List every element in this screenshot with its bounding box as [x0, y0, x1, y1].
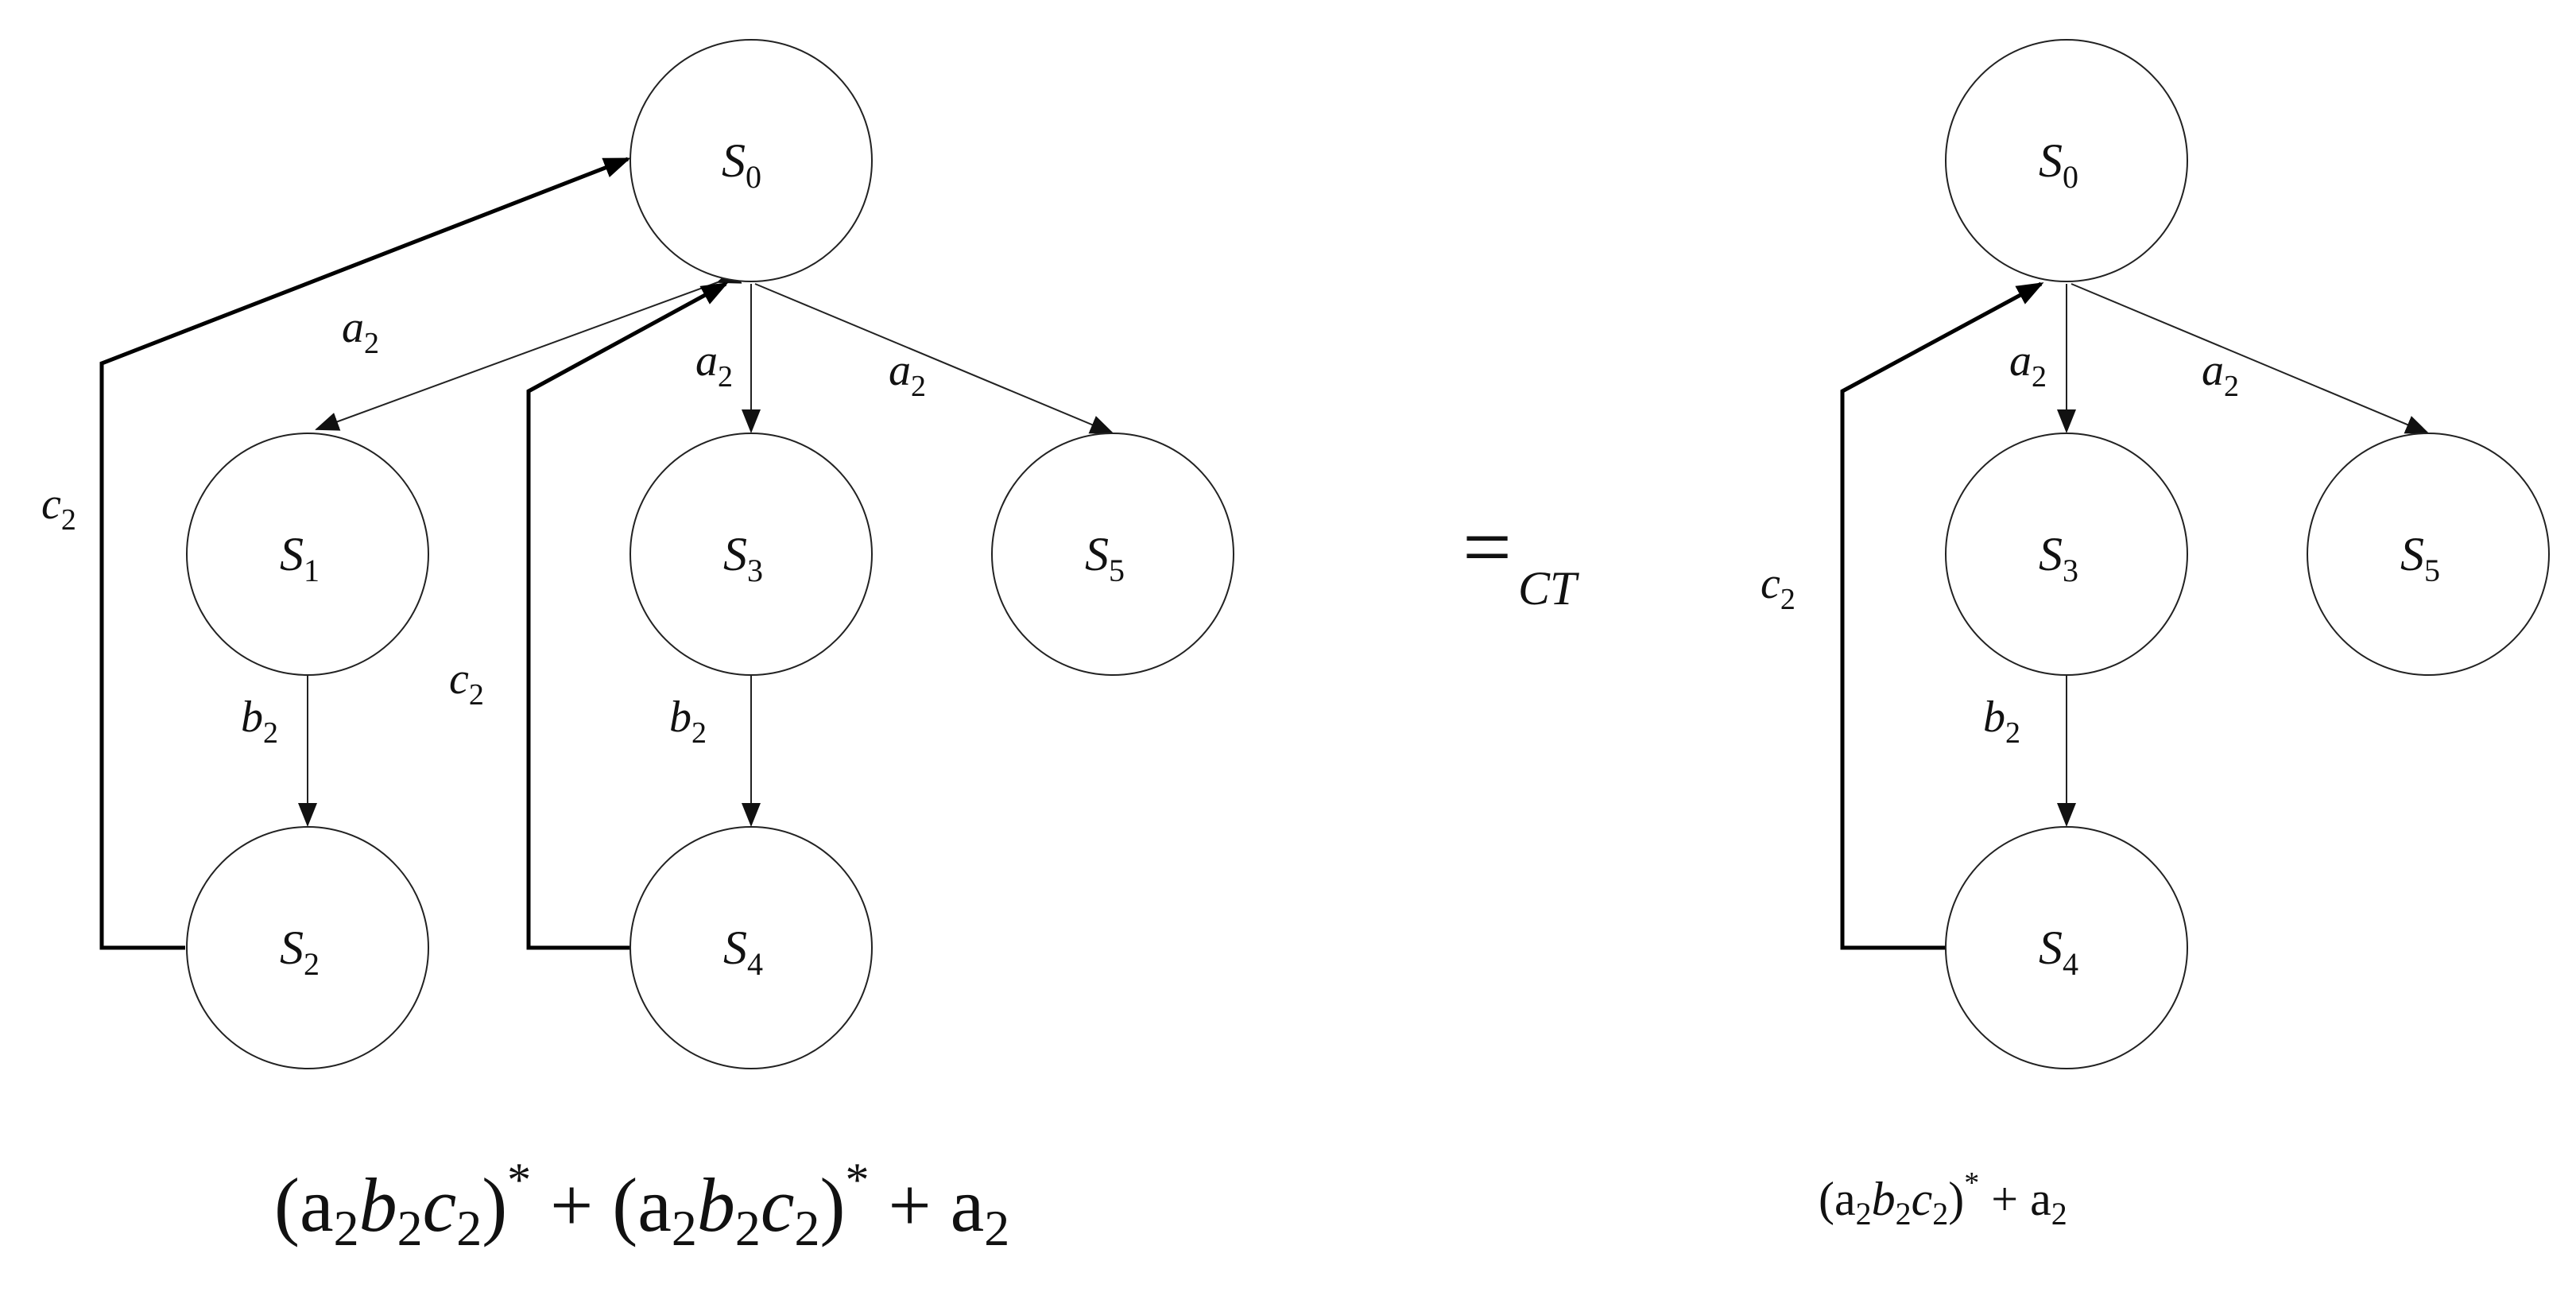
edge-label-s3-s4: b2	[1983, 693, 2020, 750]
edge-label-s0-s3: a2	[2009, 336, 2047, 394]
state-s0	[629, 39, 873, 282]
state-s0-label: S0	[2039, 134, 2078, 195]
state-s4-label: S4	[723, 921, 763, 982]
state-s5	[2307, 433, 2550, 676]
edge-s4-s0	[1840, 281, 2044, 950]
state-s1-label: S1	[280, 528, 320, 588]
state-s3-label: S3	[723, 528, 763, 588]
state-s5	[991, 433, 1234, 676]
edge-s4-s0	[526, 281, 729, 950]
edge-s0-s1	[315, 266, 742, 431]
equivalence-subscript: CT	[1518, 562, 1579, 615]
left-graph: S0 S1 S2 S3 S4 S5 a2 a2 a2 b2 b2 c2 c2 (…	[41, 39, 1234, 1256]
edge-s0-s5	[754, 283, 1114, 434]
state-s2	[186, 826, 429, 1069]
state-s0-label: S0	[722, 134, 761, 195]
state-s1	[186, 433, 429, 676]
edge-label-s4-s0: c2	[1761, 559, 1795, 616]
edge-label-s4-s0: c2	[449, 654, 484, 712]
state-s3-label: S3	[2039, 528, 2078, 588]
state-s4-label: S4	[2039, 921, 2078, 982]
edge-label-s0-s3: a2	[695, 336, 733, 394]
edge-label-s3-s4: b2	[669, 693, 707, 750]
left-formula: (a2b2c2)* + (a2b2c2)* + a2	[274, 1154, 1009, 1256]
edge-label-s1-s2: b2	[241, 693, 278, 750]
right-graph: S0 S3 S4 S5 a2 a2 b2 c2 (a2b2c2)* + a2	[1761, 39, 2550, 1232]
state-s5-label: S5	[1085, 528, 1125, 588]
edge-s0-s5	[2070, 283, 2430, 434]
edge-label-s0-s5: a2	[2202, 346, 2239, 403]
state-s3	[629, 433, 873, 676]
equivalence-sign: = CT	[1462, 499, 1579, 615]
edge-label-s0-s5: a2	[889, 346, 926, 403]
state-s3	[1945, 433, 2188, 676]
state-s4	[629, 826, 873, 1069]
edge-label-s2-s0: c2	[41, 479, 76, 537]
state-s5-label: S5	[2400, 528, 2440, 588]
state-s0	[1945, 39, 2188, 282]
equals-symbol: =	[1462, 499, 1512, 596]
right-formula: (a2b2c2)* + a2	[1819, 1166, 2067, 1232]
edge-label-s0-s1: a2	[342, 303, 379, 360]
state-s4	[1945, 826, 2188, 1069]
state-s2-label: S2	[280, 921, 320, 982]
edge-s2-s0	[99, 157, 631, 950]
